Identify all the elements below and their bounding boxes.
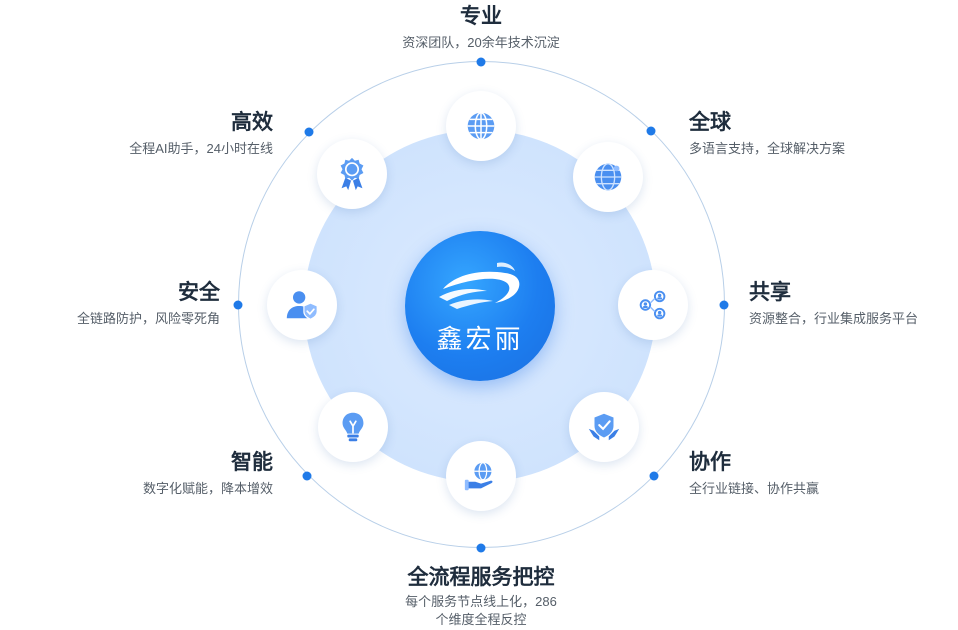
brand-name: 鑫宏丽 — [436, 324, 524, 354]
node-process — [446, 441, 516, 511]
ring-dot-process — [476, 543, 486, 553]
feature-title: 专业 — [460, 5, 502, 28]
people-network-icon — [639, 290, 666, 320]
feature-desc: 全程AI助手，24小时在线 — [129, 141, 273, 156]
feature-desc: 全行业链接、协作共赢 — [689, 481, 820, 496]
feature-title: 高效 — [231, 111, 273, 134]
label-share: 共享 资源整合，行业集成服务平台 — [749, 280, 954, 328]
feature-title: 全球 — [689, 111, 731, 134]
node-efficient — [317, 139, 387, 209]
ring-dot-share — [719, 300, 729, 310]
ring-dot-efficient — [304, 127, 314, 137]
label-smart: 智能 数字化赋能，降本增效 — [13, 450, 273, 498]
feature-desc: 每个服务节点线上化，286 — [405, 594, 557, 609]
feature-title: 安全 — [178, 281, 220, 304]
feature-title: 智能 — [231, 451, 273, 474]
label-process: 全流程服务把控 每个服务节点线上化，286 个维度全程反控 — [331, 565, 631, 629]
node-collaborate — [569, 392, 639, 462]
label-collaborate: 协作 全行业链接、协作共赢 — [689, 450, 949, 498]
node-secure — [267, 270, 337, 340]
user-shield-icon — [286, 291, 318, 320]
globe-grid-icon — [467, 111, 495, 141]
hand-globe-icon — [464, 462, 493, 491]
award-badge-icon — [340, 157, 364, 191]
feature-desc: 数字化赋能，降本增效 — [142, 481, 273, 496]
globe-icon — [594, 163, 622, 191]
feature-title: 全流程服务把控 — [407, 566, 555, 589]
ring-dot-global — [646, 126, 656, 136]
feature-title: 协作 — [689, 451, 731, 474]
ring-dot-secure — [233, 300, 243, 310]
label-global: 全球 多语言支持，全球解决方案 — [689, 110, 949, 158]
feature-title: 共享 — [749, 281, 791, 304]
label-secure: 安全 全链路防护，风险零死角 — [0, 280, 220, 328]
node-global — [573, 142, 643, 212]
feature-desc: 资源整合，行业集成服务平台 — [749, 311, 919, 326]
ring-dot-smart — [302, 471, 312, 481]
label-professional: 专业 资深团队，20余年技术沉淀 — [351, 4, 611, 52]
ring-dot-collaborate — [649, 471, 659, 481]
lightbulb-icon — [342, 412, 364, 442]
node-smart — [318, 392, 388, 462]
feature-desc: 多语言支持，全球解决方案 — [689, 141, 846, 156]
hands-shield-icon — [588, 413, 620, 441]
node-professional — [446, 91, 516, 161]
label-efficient: 高效 全程AI助手，24小时在线 — [13, 110, 273, 158]
ring-dot-professional — [476, 57, 486, 67]
feature-desc: 全链路防护，风险零死角 — [76, 311, 220, 326]
feature-desc: 资深团队，20余年技术沉淀 — [402, 35, 560, 50]
brand-logo-circle: 鑫宏丽 — [405, 231, 555, 381]
brand-logo-icon — [439, 262, 520, 309]
node-share — [618, 270, 688, 340]
feature-desc-line2: 个维度全程反控 — [435, 612, 527, 627]
